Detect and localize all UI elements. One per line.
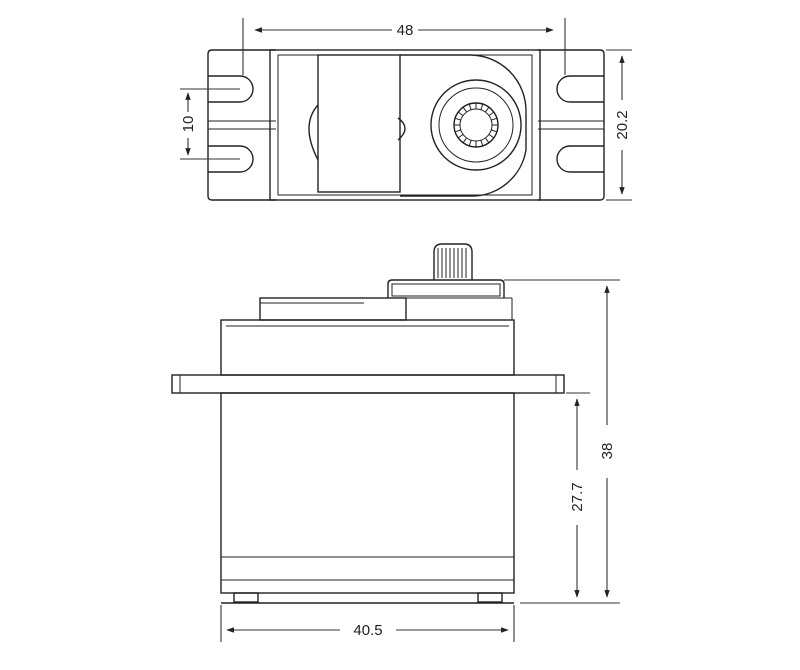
dim-top-height: 20.2: [614, 110, 631, 139]
right-bottom-slot: [556, 145, 604, 173]
dim-side-width: 40.5: [353, 622, 382, 639]
left-flange: [207, 49, 276, 201]
dim-total-height: 38: [599, 443, 616, 460]
upper-case: [220, 319, 515, 376]
left-bottom-slot: [208, 145, 254, 173]
spline-teeth: [454, 103, 498, 147]
output-gear: [433, 243, 473, 280]
output-housing: [400, 54, 527, 197]
dim-top-width: 48: [397, 22, 414, 39]
side-cover: [259, 297, 407, 321]
case-outline: [269, 49, 541, 201]
dim-body-height: 27.7: [569, 482, 586, 511]
output-spline: [453, 102, 499, 148]
lower-case: [220, 392, 515, 594]
output-bearing: [430, 79, 522, 171]
top-view: 48 10 20.2: [180, 18, 632, 201]
right-flange: [538, 49, 605, 201]
left-top-slot: [208, 75, 254, 103]
dim-hole-spacing: 10: [180, 116, 197, 133]
side-view: 38 27.7 40.5: [171, 243, 620, 642]
gear-ridges: [437, 248, 467, 278]
cover-plate: [317, 54, 401, 193]
side-flange: [171, 374, 565, 394]
right-top-slot: [556, 75, 604, 103]
